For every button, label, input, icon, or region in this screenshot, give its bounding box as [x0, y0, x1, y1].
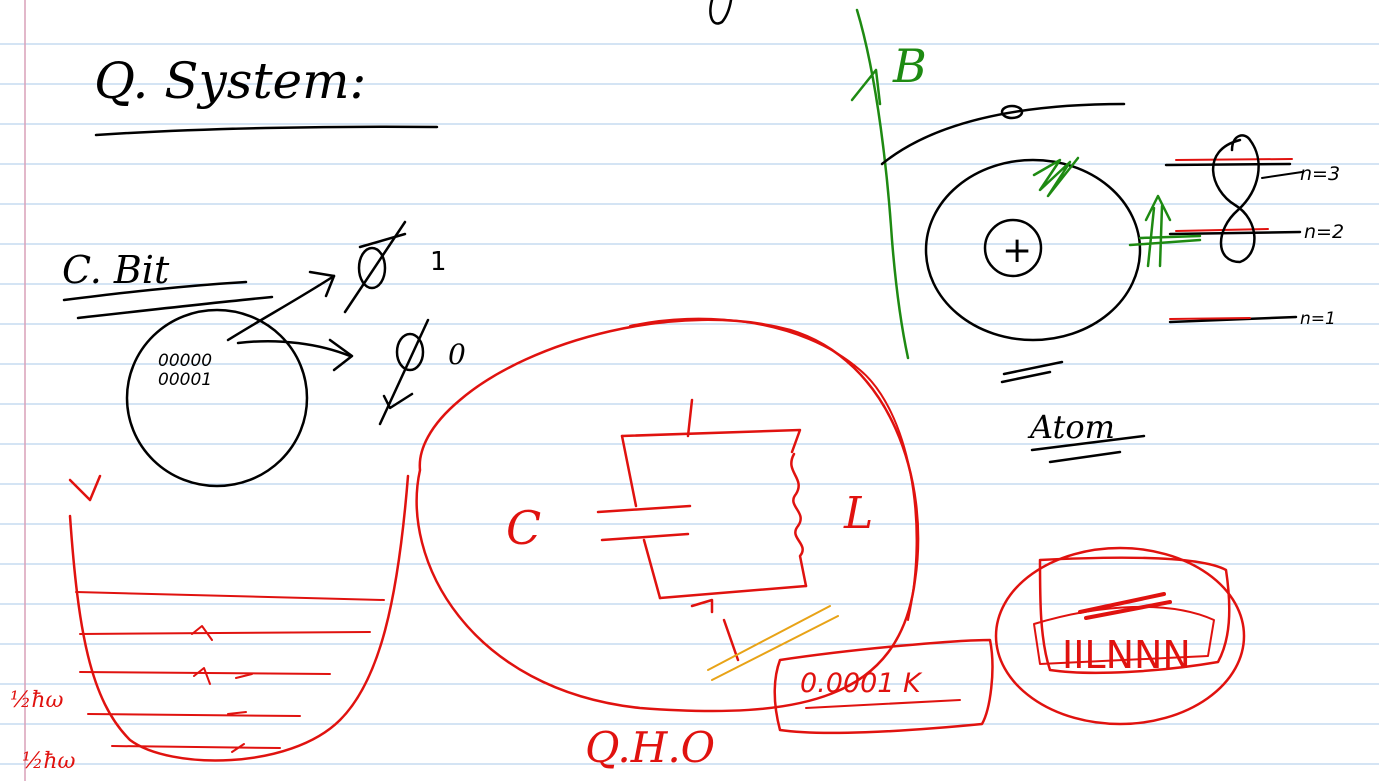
temperature-group: 0.0001 K: [773, 638, 994, 735]
nucleus-label: +: [1002, 230, 1032, 271]
bits-circle: [125, 308, 309, 488]
transition-arrow: [1128, 194, 1202, 268]
level-n1-red: [1169, 317, 1251, 320]
state-one-label: 1: [430, 247, 447, 277]
arrow-to-zero-head: [328, 338, 354, 372]
equals-mark: [1000, 360, 1064, 384]
b-field-line: [855, 8, 910, 360]
inductor-coil: [790, 452, 808, 588]
label-n3: n=3: [1300, 163, 1340, 185]
cbit-underline-2: [76, 295, 274, 320]
level-line-1: [75, 591, 385, 601]
nucleus-circle: [983, 218, 1043, 278]
state-zero-label: 0: [448, 338, 466, 371]
potential-well-group: ½ħω ½ħω: [10, 474, 410, 774]
capacitor-label: C: [506, 501, 541, 555]
chip-group: IILNNN: [994, 546, 1246, 726]
label-n1: n=1: [1300, 309, 1336, 329]
cbit-text: C. Bit: [62, 248, 170, 292]
top-stroke: [709, 0, 733, 25]
chip-circle: [994, 546, 1246, 726]
atom-label: Atom: [1027, 408, 1115, 446]
v-mark: [68, 474, 102, 502]
level-line-2: [79, 631, 371, 635]
atom-underline: [1030, 434, 1146, 464]
title-underline: [94, 125, 439, 137]
b-field-label: B: [892, 39, 927, 93]
half-hw-label-1: ½ħω: [10, 688, 63, 713]
arrow-to-zero: [236, 340, 352, 358]
circuit-top-lead: [686, 398, 694, 438]
state-zero-foot: [382, 392, 414, 410]
level-n2: [1168, 230, 1302, 236]
electron-scribble: [1032, 156, 1080, 198]
well-curve: [68, 474, 410, 762]
temp-underline: [805, 699, 961, 709]
inner-orbit: [924, 158, 1142, 342]
level-line-4: [87, 713, 301, 717]
classical-bit-group: C. Bit 00000 00001 1 0: [62, 220, 466, 488]
chip-stripes: [1078, 592, 1172, 620]
level-loop-scribble: [1211, 134, 1260, 264]
ground-hatch: [707, 605, 839, 681]
circuit-left-wire: [620, 434, 662, 600]
temp-box: [773, 638, 994, 735]
level-n3-red: [1175, 158, 1293, 161]
chip-outer-frame: [1038, 556, 1231, 675]
level-line-5: [111, 745, 281, 749]
level-n3: [1164, 162, 1292, 167]
qho-label: Q.H.O: [585, 723, 715, 772]
capacitor-plate-2: [600, 532, 690, 542]
capacitor-plate-1: [596, 504, 692, 514]
label-n2: n=2: [1304, 221, 1344, 243]
title-text: Q. System:: [94, 52, 366, 110]
state-one-top: [358, 232, 407, 249]
temp-text: 0.0001 K: [800, 668, 923, 699]
level-arrow-n3: [1261, 171, 1303, 179]
b-field-arrowhead: [850, 68, 882, 106]
circuit-wire-top: [620, 428, 802, 454]
qho-group: C L Q.H.O: [415, 317, 920, 772]
state-one-circle: [357, 246, 387, 290]
half-hw-label-2: ½ħω: [22, 749, 75, 774]
bits-row-2: 00001: [158, 370, 212, 390]
qho-outer-loop-2: [629, 317, 918, 621]
outer-orbit-electron: [1000, 104, 1024, 120]
state-zero-circle: [395, 332, 425, 372]
ground-lead: [690, 598, 740, 662]
bits-row-1: 00000: [158, 351, 212, 371]
outer-orbit-arc: [880, 102, 1126, 166]
arrow-to-one-head: [308, 270, 336, 298]
wavefunction-marks: [191, 625, 253, 753]
outer-orbit-dot: [922, 124, 926, 128]
title-group: Q. System:: [94, 52, 439, 137]
chip-label: IILNNN: [1062, 633, 1191, 677]
arrow-to-one: [226, 274, 336, 342]
atom-group: B + n=3 n=2 n=1 Atom: [850, 8, 1344, 464]
level-n1: [1168, 315, 1298, 324]
qho-outer-loop-1: [415, 318, 920, 713]
cbit-underline-1: [62, 280, 248, 302]
circuit-bottom-wire: [658, 584, 808, 600]
inductor-label: L: [843, 488, 873, 539]
